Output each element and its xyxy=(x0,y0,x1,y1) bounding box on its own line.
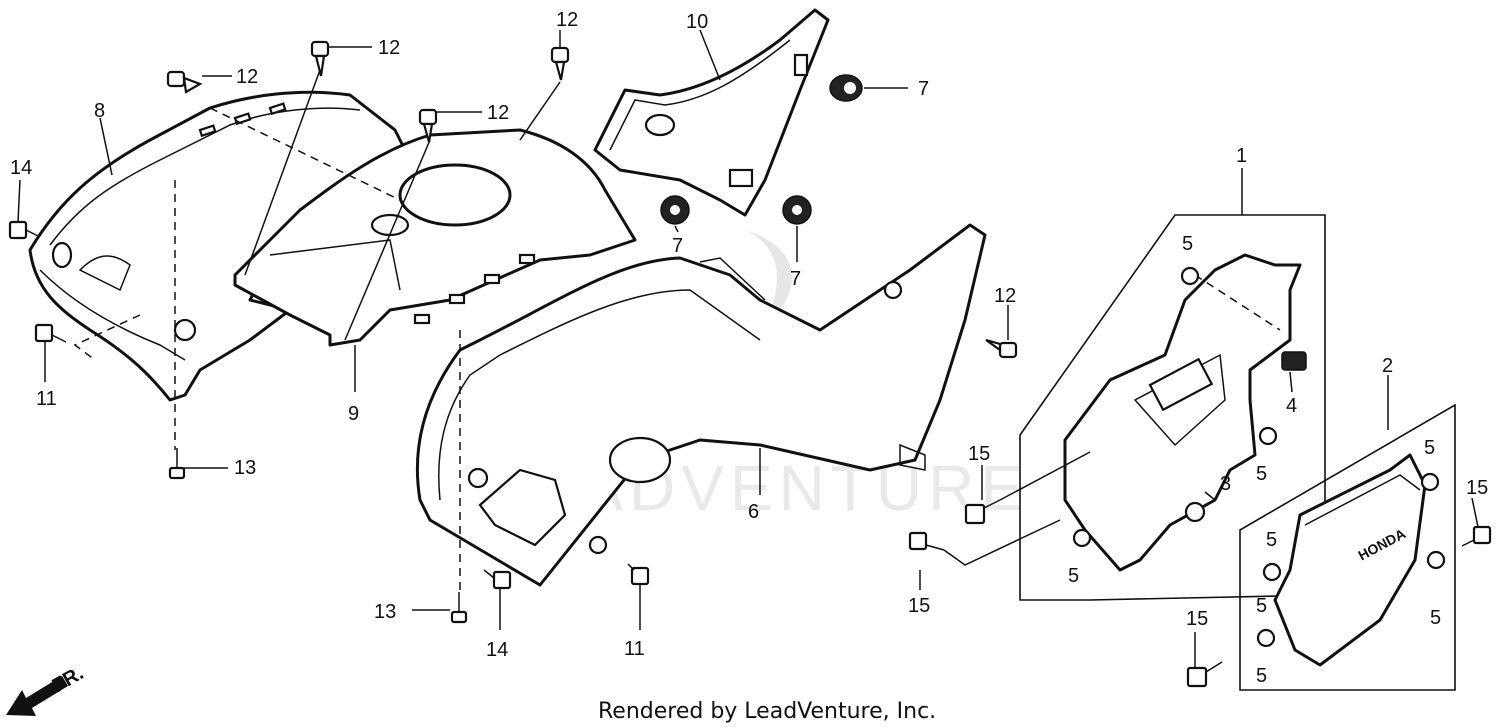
guide-line xyxy=(73,314,141,361)
fastener-hardware xyxy=(8,220,1492,688)
callout-7: 7 xyxy=(918,78,929,100)
callout-5: 5 xyxy=(1182,233,1193,255)
bolt-icon xyxy=(964,499,1001,525)
callout-5: 5 xyxy=(1430,607,1441,629)
callout-15: 15 xyxy=(968,443,990,465)
callout-7: 7 xyxy=(790,268,801,290)
callout-11: 11 xyxy=(36,388,57,410)
bolt-icon xyxy=(908,531,945,551)
nut-icon xyxy=(1258,426,1278,446)
nut-icon xyxy=(1256,628,1276,648)
callout-5: 5 xyxy=(1256,463,1267,485)
callout-1: 1 xyxy=(1236,145,1247,167)
callout-12: 12 xyxy=(487,102,509,124)
grommet-icon xyxy=(829,74,863,102)
nut-icon xyxy=(1072,528,1092,548)
callout-12: 12 xyxy=(378,37,400,59)
guide-line xyxy=(209,107,401,201)
callout-15: 15 xyxy=(1186,608,1208,630)
side-cover-part xyxy=(593,8,830,217)
push-pin-icon xyxy=(418,108,438,143)
bolt-icon xyxy=(1461,525,1492,547)
rear-fender-part xyxy=(28,90,412,402)
bolt-icon xyxy=(34,323,67,343)
push-pin-icon xyxy=(310,40,330,77)
side-panel-assembly xyxy=(1019,214,1326,601)
nut-icon xyxy=(1262,562,1282,582)
grommet-hardware xyxy=(660,74,863,225)
credit-text: Rendered by LeadVenture, Inc. xyxy=(598,699,936,724)
callout-10: 10 xyxy=(686,11,708,33)
rubber-block-icon xyxy=(1281,351,1307,371)
callout-13: 13 xyxy=(234,457,256,479)
push-pin-icon xyxy=(550,46,570,81)
callout-5: 5 xyxy=(1424,437,1435,459)
center-cover-part xyxy=(233,128,637,347)
callout-11: 11 xyxy=(624,638,645,660)
front-direction-indicator: FR. xyxy=(6,662,87,716)
callout-5: 5 xyxy=(1256,665,1267,687)
nut-icon xyxy=(1420,472,1440,492)
callout-5: 5 xyxy=(1266,529,1277,551)
bolt-icon xyxy=(483,569,512,590)
callout-8: 8 xyxy=(94,100,105,122)
callout-9: 9 xyxy=(348,403,359,425)
callout-5: 5 xyxy=(1256,595,1267,617)
screw-icon xyxy=(450,592,468,624)
arrow-icon xyxy=(6,676,68,716)
grommet-icon xyxy=(660,195,690,225)
nut-icon xyxy=(1426,550,1446,570)
push-pin-icon xyxy=(166,70,203,94)
callout-13: 13 xyxy=(374,601,396,623)
screw-icon xyxy=(168,448,186,480)
callout-7: 7 xyxy=(672,235,683,257)
callout-15: 15 xyxy=(908,595,930,617)
leader-lines xyxy=(17,29,1479,668)
bolt-icon xyxy=(627,563,650,586)
honda-cover-assembly: HONDA xyxy=(1239,403,1456,691)
callout-12: 12 xyxy=(994,285,1016,307)
push-pin-icon xyxy=(985,338,1018,359)
grommet-icon xyxy=(782,195,812,225)
grommet-hardware xyxy=(166,40,1018,359)
guide-line xyxy=(1194,274,1281,331)
callout-12: 12 xyxy=(236,66,258,88)
callout-12: 12 xyxy=(556,9,578,31)
bolt-icon xyxy=(1186,661,1223,688)
callout-15: 15 xyxy=(1466,477,1488,499)
callout-14: 14 xyxy=(486,639,508,661)
callout-2: 2 xyxy=(1382,355,1393,377)
nut-icon xyxy=(1180,266,1200,286)
callout-3: 3 xyxy=(1220,473,1231,495)
nut-icon xyxy=(1184,501,1206,523)
bolt-icon xyxy=(8,220,39,240)
callout-labels: 1 2 3 4 5 5 5 5 5 5 5 5 6 7 7 7 8 9 10 1… xyxy=(10,9,1488,687)
front-fender-part xyxy=(415,223,987,587)
callout-14: 14 xyxy=(10,157,32,179)
callout-5: 5 xyxy=(1068,565,1079,587)
callout-4: 4 xyxy=(1286,395,1297,417)
callout-6: 6 xyxy=(748,501,759,523)
